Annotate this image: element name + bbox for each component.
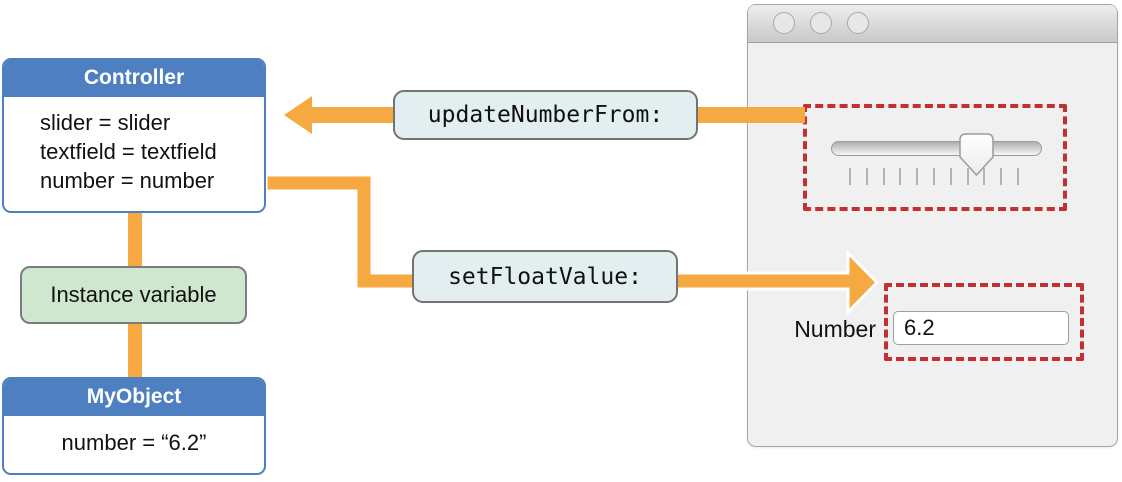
instance-variable-label: Instance variable [50, 282, 217, 307]
close-button[interactable] [773, 12, 795, 34]
slider-tick [865, 168, 868, 185]
controller-line: number = number [40, 168, 215, 193]
textfield-highlight-dashed-box [884, 283, 1084, 361]
number-field-label: Number [794, 316, 876, 342]
controller-body: slider = slider textfield = textfield nu… [4, 97, 264, 195]
number-input[interactable] [893, 311, 1069, 345]
slider-tick [916, 168, 919, 185]
slider-track[interactable] [831, 141, 1042, 156]
zoom-button[interactable] [847, 12, 869, 34]
slider-tick [882, 168, 885, 185]
slider-tick [949, 168, 952, 185]
slider-tick [899, 168, 902, 185]
slider-thumb[interactable] [959, 133, 994, 177]
update-number-from-label: updateNumberFrom: [393, 90, 698, 140]
slider-highlight-dashed-box [803, 104, 1067, 211]
slider-tick [983, 168, 986, 185]
slider-tick [932, 168, 935, 185]
mac-window: Number [747, 4, 1118, 447]
my-object-box: MyObject number = “6.2” [2, 377, 266, 475]
minimize-button[interactable] [810, 12, 832, 34]
set-float-value-label: setFloatValue: [412, 250, 678, 303]
my-object-line: number = “6.2” [61, 430, 207, 455]
controller-line: textfield = textfield [40, 139, 217, 164]
slider-tick [849, 168, 851, 185]
slider-tick [966, 168, 969, 185]
controller-title: Controller [4, 60, 264, 97]
my-object-title: MyObject [4, 379, 264, 416]
controller-line: slider = slider [40, 110, 171, 135]
instance-variable-box: Instance variable [20, 266, 247, 324]
slider-tick [1000, 168, 1003, 185]
window-titlebar[interactable] [748, 5, 1117, 43]
slider-tick [1016, 168, 1019, 185]
controller-box: Controller slider = slider textfield = t… [2, 58, 266, 213]
my-object-body: number = “6.2” [4, 416, 264, 456]
